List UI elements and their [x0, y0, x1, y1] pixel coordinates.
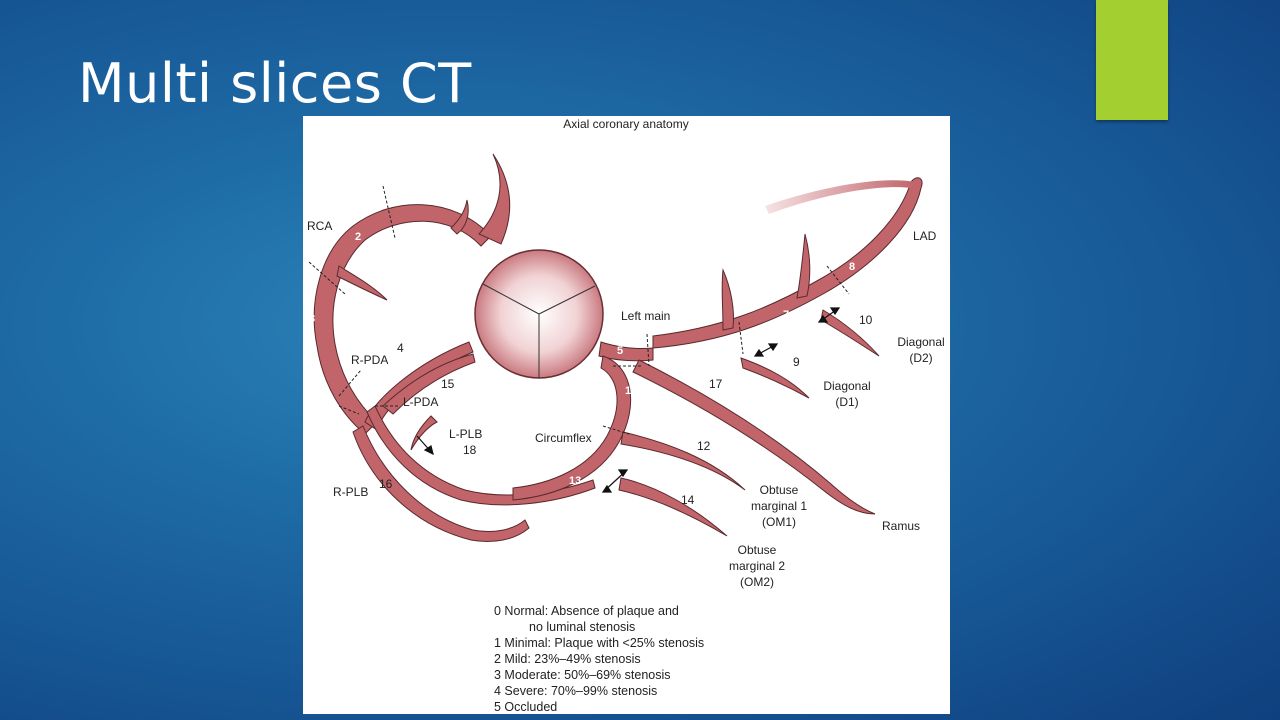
om1-vessel	[620, 431, 746, 491]
rca-label: RCA	[307, 219, 332, 233]
legend-line: 2 Mild: 23%–49% stenosis	[494, 652, 641, 666]
circumflex-vessel	[512, 355, 632, 501]
coronary-diagram: Axial coronary anatomy	[307, 117, 945, 589]
ramus-vessel	[632, 359, 876, 515]
segment-17-number: 17	[709, 377, 723, 391]
r-pda-label: R-PDA	[351, 353, 388, 367]
coronary-anatomy-figure: Axial coronary anatomy	[303, 116, 950, 714]
left-main-label: Left main	[621, 309, 670, 323]
legend-line: 3 Moderate: 50%–69% stenosis	[494, 668, 671, 682]
figure-caption: Axial coronary anatomy	[563, 117, 688, 131]
r-plb-label: R-PLB	[333, 485, 368, 499]
legend-line: 1 Minimal: Plaque with <25% stenosis	[494, 636, 705, 650]
legend-line: 5 Occluded	[494, 700, 558, 714]
lad-tip	[765, 180, 915, 214]
segment-boundaries	[308, 185, 850, 435]
diagonal-d2-sublabel: (D2)	[909, 351, 932, 365]
lad-branch-2	[796, 233, 811, 299]
r-pda-vessel-2	[382, 353, 476, 415]
r-plb-vessel	[352, 425, 530, 542]
legend-line: 4 Severe: 70%–99% stenosis	[494, 684, 658, 698]
segment-10-number: 10	[859, 313, 873, 327]
accent-bar	[1096, 0, 1168, 120]
segment-6-number: 6	[707, 341, 713, 353]
segment-16-number: 16	[379, 477, 393, 491]
segment-8-number: 8	[849, 261, 855, 273]
om2-label-3: (OM2)	[740, 575, 774, 589]
rca-branch-small	[450, 199, 469, 235]
segment-9-number: 9	[793, 355, 800, 369]
om1-label-2: marginal 1	[751, 499, 807, 513]
rca-branch-up	[478, 153, 511, 245]
lad-branch-1	[721, 268, 734, 331]
legend-line: no luminal stenosis	[529, 620, 636, 634]
diagonal-d1-sublabel: (D1)	[835, 395, 858, 409]
segment-14-number: 14	[681, 493, 695, 507]
segment-1-number: 1	[473, 207, 479, 219]
om2-label-2: marginal 2	[729, 559, 785, 573]
diagonal-d1-label: Diagonal	[823, 379, 870, 393]
l-plb-vessel	[410, 415, 438, 451]
l-pda-label: L-PDA	[403, 395, 438, 409]
segment-4-number: 4	[397, 341, 404, 355]
aortic-root	[474, 249, 604, 379]
lad-label: LAD	[913, 229, 937, 243]
vessel-tree	[313, 153, 923, 542]
circumflex-label: Circumflex	[535, 431, 592, 445]
diagonal-d2-vessel	[820, 309, 880, 357]
om1-label-1: Obtuse	[760, 483, 799, 497]
segment-15-number: 15	[441, 377, 455, 391]
segment-11-number: 11	[625, 385, 637, 397]
om2-vessel	[618, 477, 728, 537]
segment-5-number: 5	[617, 345, 623, 357]
segment-12-number: 12	[697, 439, 711, 453]
segment-3-number: 3	[309, 313, 315, 325]
legend-line: 0 Normal: Absence of plaque and	[494, 604, 679, 618]
l-pda-vessel	[366, 405, 596, 506]
segment-7-number: 7	[783, 309, 789, 321]
segment-18-number: 18	[463, 443, 477, 457]
om1-label-3: (OM1)	[762, 515, 796, 529]
slide-title: Multi slices CT	[78, 52, 472, 115]
stenosis-legend: 0 Normal: Absence of plaque and no lumin…	[494, 603, 794, 715]
ramus-label: Ramus	[882, 519, 920, 533]
diagonal-d1-vessel	[740, 357, 810, 399]
rca-branch-2	[336, 265, 388, 301]
l-plb-label: L-PLB	[449, 427, 482, 441]
om2-label-1: Obtuse	[738, 543, 777, 557]
segment-13-number: 13	[569, 475, 581, 487]
lad-vessel	[652, 177, 923, 349]
segment-2-number: 2	[355, 231, 361, 243]
diagonal-d2-label: Diagonal	[897, 335, 944, 349]
arrows	[416, 307, 841, 493]
